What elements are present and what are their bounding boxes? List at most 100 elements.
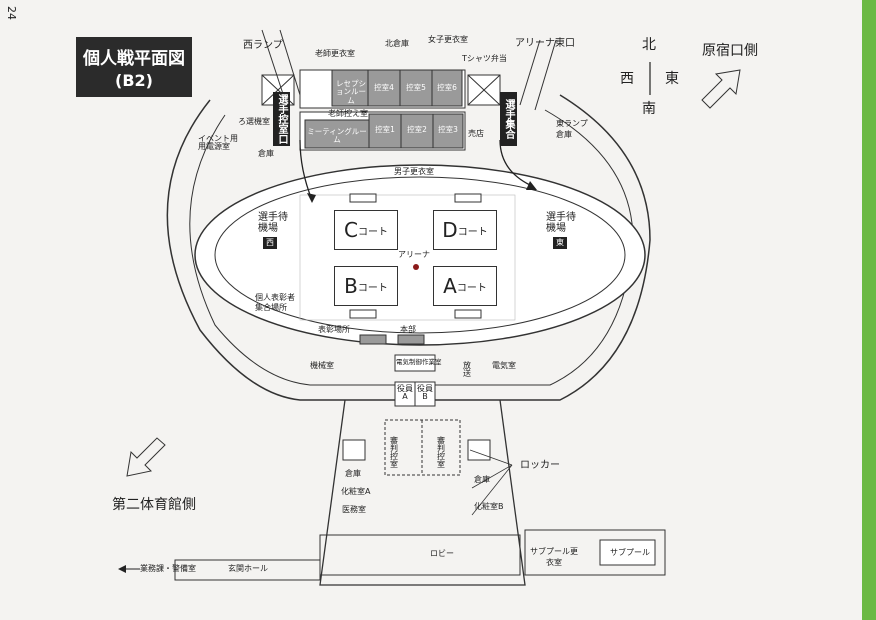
- girls-changing-label: 女子更衣室: [428, 35, 468, 44]
- net-marker-1: [349, 193, 377, 203]
- award-place-block: [359, 334, 387, 345]
- tshirt-bento-label: Tシャツ弁当: [462, 54, 507, 63]
- player-wait-west-label: 選手待機場: [258, 212, 288, 234]
- court-b-letter: B: [344, 274, 358, 298]
- west-ramp-label: 西ランプ: [243, 40, 283, 51]
- control1-label: 控室1: [375, 125, 395, 134]
- west-ramp-line-2: [279, 29, 301, 96]
- hq-label: 本部: [400, 325, 416, 334]
- arena-east-gate-label: アリーナ東口: [515, 38, 575, 49]
- hq-block: [397, 334, 425, 345]
- reception-room-label: レセプションルーム: [336, 79, 366, 105]
- control6-block: [431, 69, 463, 107]
- control2-block: [400, 113, 434, 149]
- reception-room-block: [331, 69, 369, 107]
- broadcast-label: 放送: [463, 361, 471, 378]
- net-marker-4: [454, 309, 482, 319]
- east-tag: 東: [553, 237, 567, 249]
- stairs-left: [342, 439, 366, 461]
- event-power-label: イベント用用電源室: [198, 134, 238, 151]
- stairs-right: [467, 439, 491, 461]
- makeup-a-label: 化粧室A: [341, 487, 371, 496]
- arena-floor: [299, 194, 516, 321]
- teacher-changing-label: 老師更衣室: [315, 49, 355, 58]
- control6-label: 控室6: [437, 83, 457, 92]
- north-storage-label: 北倉庫: [385, 39, 409, 48]
- compass-north: 北: [642, 37, 656, 53]
- medical-label: 医務室: [342, 505, 366, 514]
- teacher-waiting-label: 老師控え室: [328, 109, 368, 118]
- official-a-label: 役員A: [397, 384, 413, 401]
- control5-label: 控室5: [406, 83, 426, 92]
- control3-label: 控室3: [438, 125, 458, 134]
- subpool-label: サブプール: [610, 548, 650, 557]
- storage-label: 倉庫: [258, 149, 274, 158]
- arena-label: アリーナ: [398, 250, 430, 259]
- compass-west: 西: [620, 71, 634, 87]
- court-c-letter: C: [344, 218, 358, 242]
- business-office-label: 業務課・警備室: [140, 564, 196, 573]
- court-c-suffix: コート: [357, 226, 388, 238]
- makeup-b-label: 化粧室B: [474, 502, 504, 511]
- control5-block: [399, 69, 433, 107]
- arena-inner-ring: [214, 176, 626, 334]
- control2-label: 控室2: [407, 125, 427, 134]
- court-d-suffix: コート: [457, 226, 488, 238]
- electric-room-label: 電気室: [492, 361, 516, 370]
- west-tag: 西: [263, 237, 277, 249]
- award-place-label: 表彰場所: [318, 325, 350, 334]
- net-marker-2: [454, 193, 482, 203]
- court-a-letter: A: [443, 274, 457, 298]
- harajuku-arrow: [701, 69, 741, 109]
- player-gather-tag: 選手集合: [500, 92, 517, 146]
- lobby-box: [319, 534, 521, 576]
- individual-award-label: 個人表彰者集合場所: [255, 293, 295, 313]
- floor-plan-svg: [118, 29, 741, 586]
- court-a-suffix: コート: [456, 282, 487, 294]
- machine-room-label: 機械室: [310, 361, 334, 370]
- ro-waiting-label: ろ選機室: [238, 117, 270, 126]
- side-green-bar: [856, 0, 876, 620]
- inner-building-outline: [189, 109, 634, 386]
- lobby-label: ロビー: [430, 549, 454, 558]
- east-ramp-label: 東ランプ: [556, 119, 588, 128]
- title-box: 個人戦平面図 (B2): [76, 37, 192, 97]
- east-ramp-line-1: [519, 39, 541, 106]
- title-line2: (B2): [115, 71, 153, 90]
- boys-changing-label: 男子更衣室: [394, 167, 434, 176]
- second-gym-arrow: [126, 437, 166, 477]
- storage-east-south-label: 倉庫: [474, 475, 490, 484]
- electric-ops-label: 電気制御作業室: [396, 358, 442, 366]
- official-b-label: 役員B: [417, 384, 433, 401]
- harajuku-side-label: 原宿口側: [702, 43, 758, 59]
- player-wait-east-label: 選手待機場: [546, 212, 576, 234]
- court-b-suffix: コート: [357, 282, 388, 294]
- electric-ops-block: [394, 354, 436, 372]
- net-marker-3: [349, 309, 377, 319]
- subpool-changing-label: サブプール更衣室: [530, 547, 578, 568]
- referee-left-label: 審判控室: [390, 436, 398, 469]
- meeting-room-block: [304, 119, 370, 149]
- entrance-hall-box: [174, 559, 321, 581]
- arena-center-dot: [413, 264, 419, 270]
- east-storage-label: 倉庫: [556, 130, 572, 139]
- control3-block: [432, 113, 464, 149]
- referee-right-label: 審判控室: [437, 436, 445, 469]
- shop-label: 売店: [468, 129, 484, 138]
- compass-south: 南: [642, 101, 656, 117]
- south-corridor: [319, 399, 526, 586]
- second-gym-side-label: 第二体育館側: [112, 497, 196, 513]
- control4-label: 控室4: [374, 83, 394, 92]
- entrance-hall-label: 玄関ホール: [228, 564, 268, 573]
- meeting-room-label: ミーティングルーム: [307, 127, 367, 145]
- control1-block: [368, 113, 402, 149]
- compass-east: 東: [665, 71, 679, 87]
- subpool-outer: [524, 529, 666, 576]
- faded-background-text: [790, 40, 820, 410]
- control4-block: [367, 69, 401, 107]
- subpool-inner: [599, 539, 656, 566]
